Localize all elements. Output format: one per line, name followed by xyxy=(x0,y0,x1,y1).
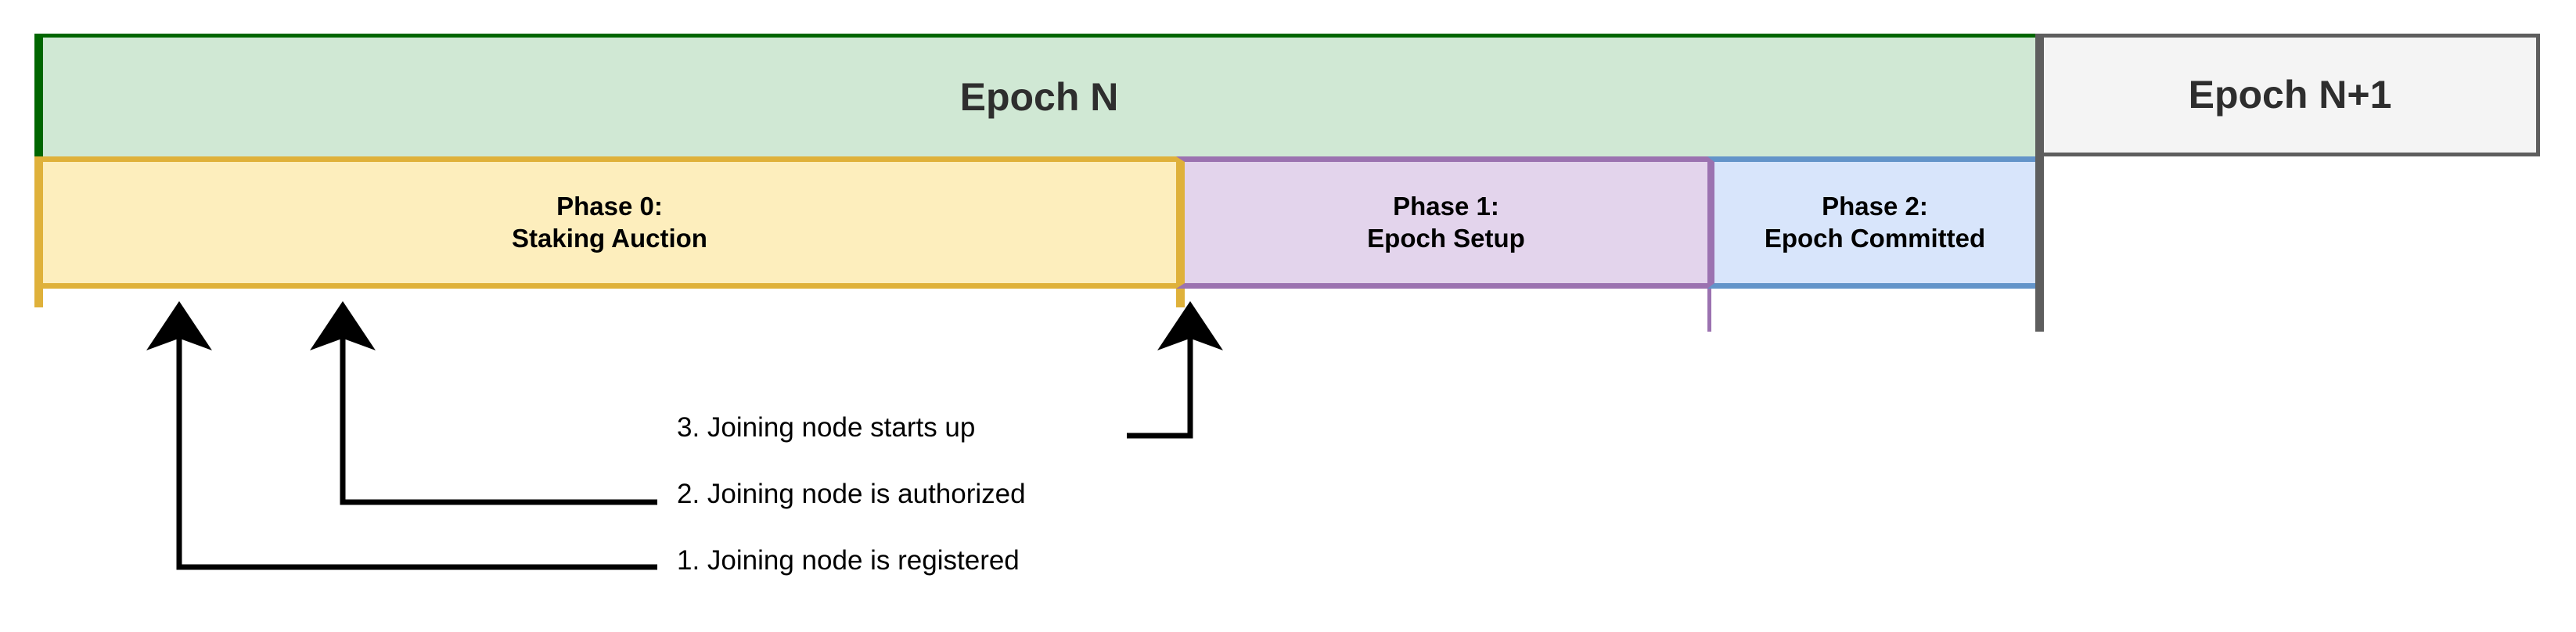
phase-1-label: Phase 1:Epoch Setup xyxy=(1367,191,1525,254)
annotation-label-1: 1. Joining node is registered xyxy=(677,545,1020,576)
phase-2-label: Phase 2:Epoch Committed xyxy=(1765,191,1985,254)
leader-line-3 xyxy=(1127,301,1223,439)
phase-1-subtitle: Epoch Setup xyxy=(1367,223,1525,253)
phase-0-subtitle: Staking Auction xyxy=(512,223,707,253)
phase-2-title: Phase 2: xyxy=(1822,192,1928,221)
phase-0-left-tick xyxy=(34,289,43,307)
annotation-label-2: 2. Joining node is authorized xyxy=(677,479,1026,509)
annotation-label-3: 3. Joining node starts up xyxy=(677,412,976,443)
epoch-n-plus-1-label: Epoch N+1 xyxy=(2188,73,2392,117)
epoch-boundary-tick xyxy=(2035,156,2044,332)
phase-0-box: Phase 0:Staking Auction xyxy=(34,156,1176,289)
phase-1-title: Phase 1: xyxy=(1393,192,1499,221)
epoch-n-label: Epoch N xyxy=(959,74,1119,119)
phase-2-box: Phase 2:Epoch Committed xyxy=(1707,156,2035,289)
phase-0-end-tick xyxy=(1176,289,1185,307)
phase-2-subtitle: Epoch Committed xyxy=(1764,223,1986,253)
epoch-n-plus-1-box: Epoch N+1 xyxy=(2035,34,2540,156)
leader-line-2 xyxy=(310,301,657,505)
phase-1-end-tick xyxy=(1707,289,1711,332)
phase-0-title: Phase 0: xyxy=(556,192,663,221)
phase-0-label: Phase 0:Staking Auction xyxy=(512,191,707,254)
epoch-n-box: Epoch N xyxy=(34,34,2035,156)
phase-1-box: Phase 1:Epoch Setup xyxy=(1176,156,1707,289)
leader-line-1 xyxy=(146,301,657,570)
